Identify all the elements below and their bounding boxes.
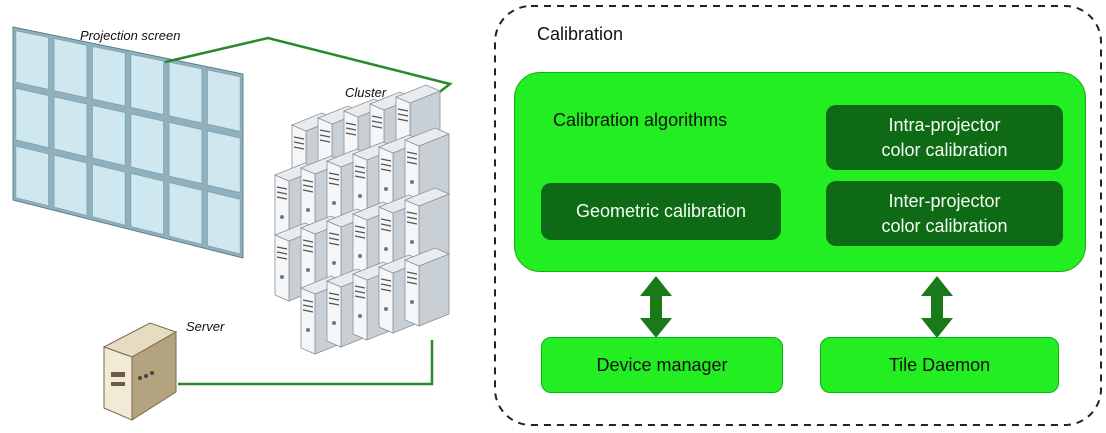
tile-daemon-label: Tile Daemon [888,354,991,375]
screen-tile [15,145,49,207]
screen-tile [15,87,49,149]
device-manager-box[interactable]: Device manager [541,337,783,393]
screen-tile [92,45,126,107]
screen-tile [206,69,241,132]
inter-projector-line1: Inter-projector [888,190,1001,211]
intra-projector-box[interactable]: Intra-projector color calibration [826,105,1063,170]
screen-tile [168,121,203,185]
screen-tile [206,130,241,194]
projection-screen [12,26,244,259]
screen-tile [206,190,241,255]
cluster-servers [273,84,451,355]
geometric-calibration-box[interactable]: Geometric calibration [541,183,781,240]
device-manager-label: Device manager [596,354,728,375]
inter-projector-box[interactable]: Inter-projector color calibration [826,181,1063,246]
screen-tile [15,30,49,90]
screen-tile [92,163,126,226]
server-machine [102,322,178,421]
calibration-title: Calibration [537,24,624,44]
intra-projector-line1: Intra-projector [888,114,1001,135]
intra-projector-line2: color calibration [881,139,1008,160]
cable-server-cluster [178,340,434,386]
server-label: Server [186,319,225,334]
tile-daemon-box[interactable]: Tile Daemon [820,337,1059,393]
cluster-label: Cluster [345,85,387,100]
screen-tile [53,38,88,99]
screen-tile [53,154,88,217]
projection-screen-label: Projection screen [80,28,180,43]
screen-tile [130,172,165,236]
arrow-tile-daemon [921,276,953,338]
cluster-tower [403,247,451,327]
inter-projector-line2: color calibration [881,215,1008,236]
screen-tile [168,181,203,245]
arrow-device-manager [640,276,672,338]
geometric-calibration-label: Geometric calibration [575,201,747,221]
calibration-algorithms-label: Calibration algorithms [553,110,728,130]
calibration-container [494,5,1102,426]
screen-tile [130,113,165,176]
screen-tile [53,96,88,158]
screen-tile [130,53,165,116]
screen-tile [168,61,203,124]
screen-tile [92,104,126,167]
